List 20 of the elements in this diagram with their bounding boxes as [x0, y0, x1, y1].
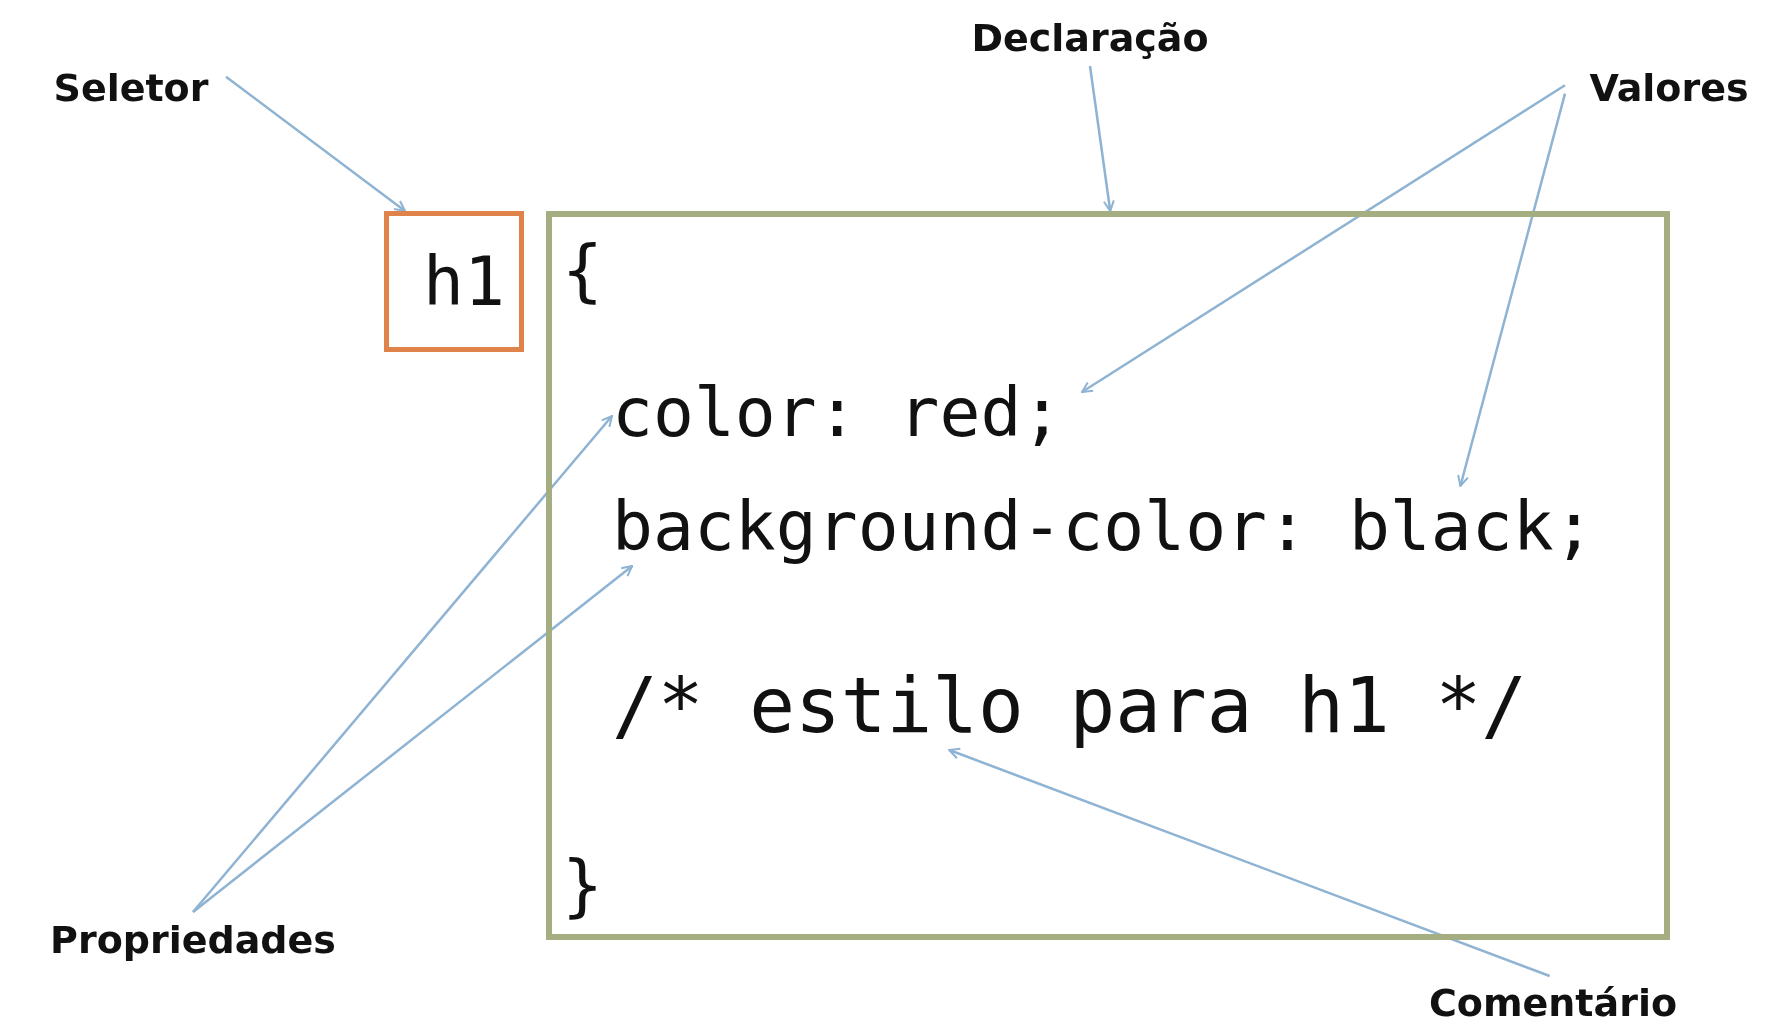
arrow — [948, 747, 1551, 978]
selector-text: h1 — [423, 247, 505, 316]
brace: } — [562, 852, 603, 920]
callout-label: Comentário — [1388, 976, 1718, 1030]
callout-label: Declaração — [935, 10, 1245, 66]
code-line: background-color: black; — [612, 486, 1622, 566]
callout-label: Valores — [1565, 60, 1773, 116]
arrow — [1081, 84, 1566, 394]
arrow — [1088, 65, 1115, 212]
arrow — [225, 75, 406, 212]
callout-label: Seletor — [36, 60, 226, 116]
arrow — [192, 415, 613, 913]
code-line: /* estilo para h1 */ — [612, 660, 1562, 750]
declaration-box — [546, 211, 1670, 940]
brace: { — [562, 237, 603, 305]
callout-label: Propriedades — [8, 912, 378, 968]
selector-box — [384, 211, 524, 352]
code-line: color: red; — [612, 372, 1082, 452]
arrow — [1457, 93, 1567, 487]
arrow — [192, 565, 634, 913]
